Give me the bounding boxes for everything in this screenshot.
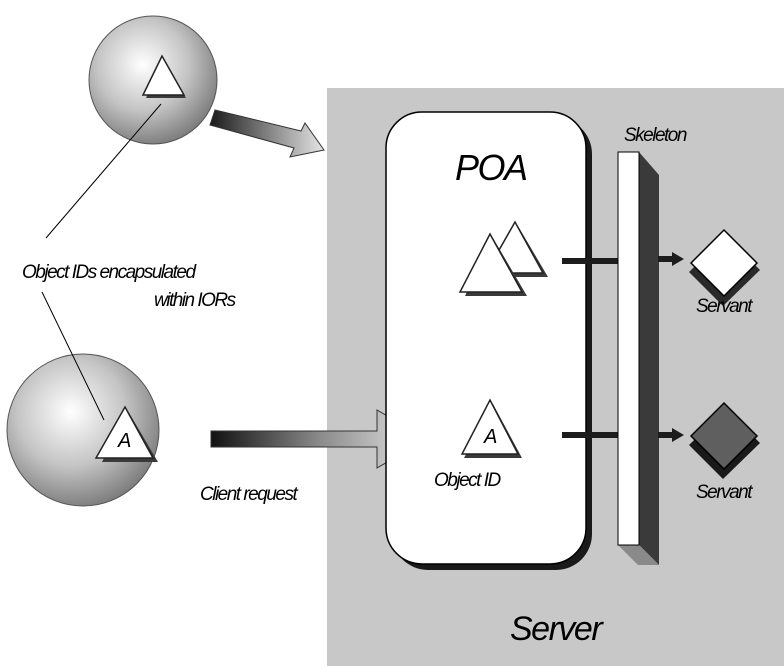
object-id-letter-bottom: A: [118, 430, 132, 452]
ior-annotation-line2: within IORs: [154, 290, 236, 311]
callout-line-bottom: [41, 291, 105, 421]
object-id-triangle-top: [141, 54, 186, 98]
ior-annotation-line1: Object IDs encapsulated: [22, 262, 196, 283]
servant-idle-shape: [689, 228, 760, 306]
skeleton-label: Skeleton: [624, 125, 687, 146]
object-id-triangle-pair: [458, 220, 548, 296]
object-id-triangle-bottom: [94, 405, 158, 462]
object-id-label: Object ID: [434, 470, 501, 491]
ior-sphere-bottom: [6, 353, 160, 507]
servant-label-idle: Servant: [696, 296, 752, 317]
poa-label: POA: [455, 147, 528, 188]
servant-label-active: Servant: [696, 482, 752, 503]
callout-line-top: [45, 103, 162, 239]
servant-active-shape: [689, 401, 760, 479]
server-label: Server: [510, 610, 603, 648]
dispatch-arrow-bottom: [658, 428, 684, 442]
poa-box: [385, 111, 587, 565]
connector-bar-top: [562, 258, 620, 264]
connector-bar-bottom: [562, 432, 620, 438]
object-id-triangle-active: [460, 398, 522, 458]
object-id-letter-active: A: [484, 426, 498, 448]
skeleton-column: [617, 151, 659, 565]
client-request-label: Client request: [200, 484, 298, 505]
dispatch-arrow-top: [658, 252, 684, 266]
ior-arrow: [209, 109, 325, 158]
